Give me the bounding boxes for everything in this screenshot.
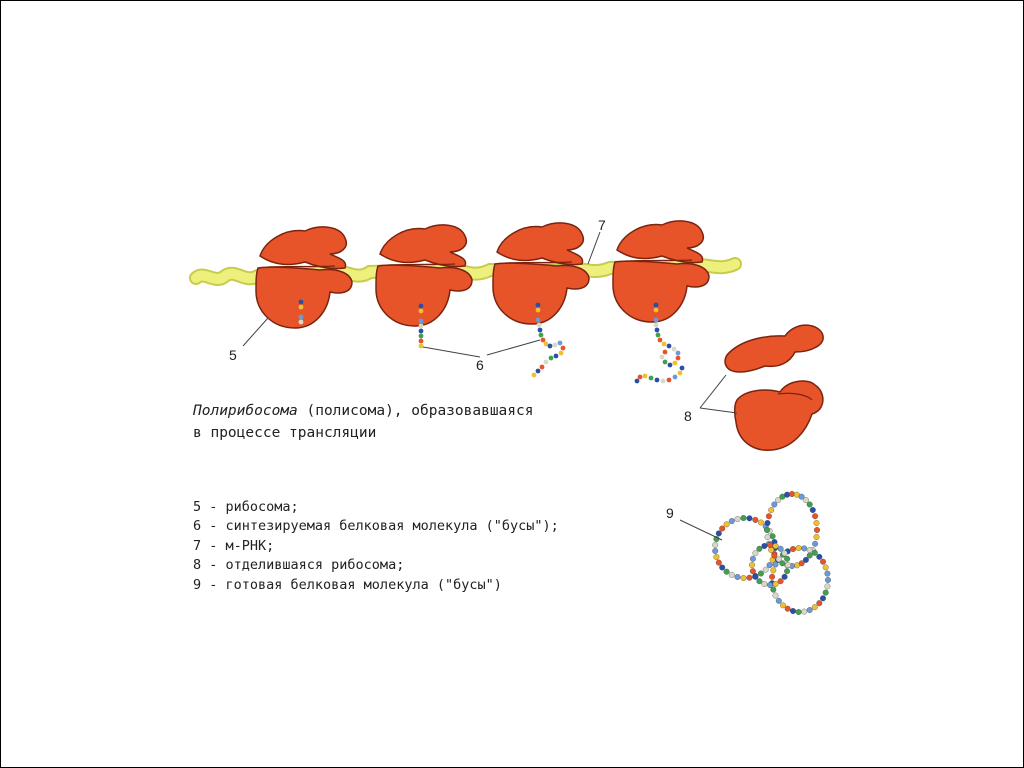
label-9: 9 [666,505,674,521]
detached-ribosome-large-subunit [733,380,824,451]
legend-item-5: 5 - рибосома; [193,498,299,515]
protein-chain-1 [298,299,304,325]
label-8: 8 [684,408,692,424]
protein-chain-3 [531,302,566,378]
finished-protein-molecule [712,491,831,615]
caption-title: Полирибосома (полисома), образовавшаяся … [193,400,533,444]
legend-item-9: 9 - готовая белковая молекула ("бусы") [193,576,502,593]
protein-chain-2 [418,303,424,349]
detached-ribosome-small-subunit [724,324,824,373]
legend-item-8: 8 - отделившаяся рибосома; [193,557,405,574]
leader-lines [242,231,738,541]
label-5: 5 [229,347,237,363]
ribosome-1 [255,226,353,329]
caption-title-line2: в процессе трансляции [193,425,377,441]
ribosome-2 [375,224,473,327]
label-6: 6 [476,357,484,373]
ribosome-4 [612,220,710,323]
legend-item-7: 7 - м-РНК; [193,537,275,554]
label-7: 7 [598,217,606,233]
protein-chain-4 [634,302,685,384]
legend-item-6: 6 - синтезируемая белковая молекула ("бу… [193,518,559,535]
ribosome-3 [492,222,590,325]
legend: 5 - рибосома; 6 - синтезируемая белковая … [193,478,559,615]
caption-title-italic: Полирибосома [193,403,298,419]
caption-title-rest: (полисома), образовавшаяся [297,403,534,419]
